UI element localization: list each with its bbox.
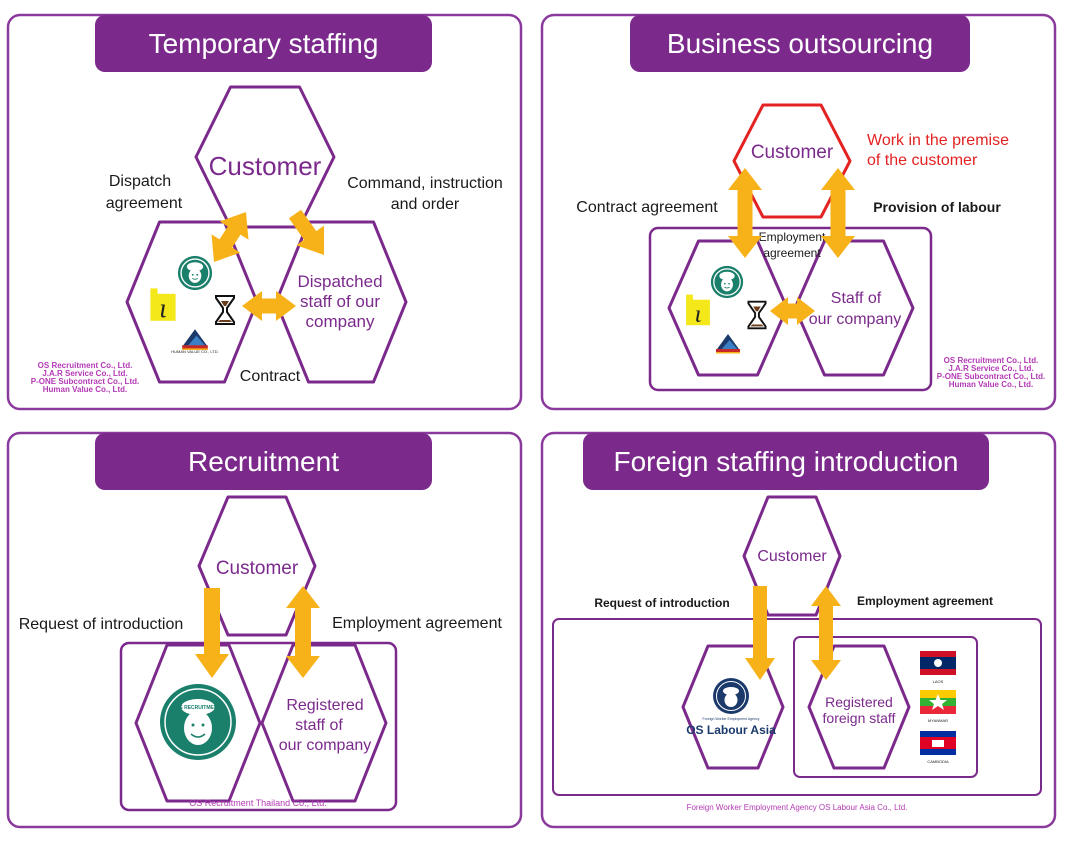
- customer-label: Customer: [751, 142, 834, 163]
- myanmar-flag-star: [929, 694, 947, 710]
- dispatch-label: Dispatch: [109, 173, 171, 190]
- os-logo-cap: [181, 699, 215, 715]
- outsourcing-panel-title-bar: [630, 15, 970, 72]
- company-name: Human Value Co., Ltd.: [43, 385, 127, 394]
- contract-arrow: [242, 291, 296, 321]
- flag-caption: MYANMAR: [928, 718, 948, 723]
- provision-arrow: [821, 168, 855, 258]
- dispatch-label: agreement: [106, 195, 183, 212]
- os-logo-eye: [191, 723, 195, 727]
- os-logo-eye: [201, 723, 205, 727]
- employment-arrow: [811, 586, 841, 680]
- staff-label: staff of our: [300, 292, 380, 311]
- agency-group-box: [552, 618, 1042, 796]
- staff-hex: [793, 239, 915, 377]
- customer-hex: [732, 103, 852, 219]
- customer-label: Customer: [757, 548, 827, 565]
- os-logo-icon: [177, 255, 213, 291]
- registered-foreign-hex: [807, 644, 911, 770]
- agency-name: OS Labour Asia: [686, 723, 776, 737]
- staff-label: Registered: [286, 697, 363, 714]
- command-label: and order: [391, 196, 460, 213]
- staff-label: company: [306, 312, 375, 331]
- contract-label: Contract: [240, 368, 301, 385]
- myanmar-flag-band: [920, 706, 956, 714]
- company-name: OS Recruitment Thailand Co., Ltd.: [189, 798, 326, 808]
- foreign-staff-box: [793, 636, 978, 778]
- request-label: Request of introduction: [19, 616, 184, 633]
- employment-label: Employment: [759, 230, 826, 244]
- dispatch-arrow: [211, 212, 249, 262]
- os-labour-logo-face: [724, 693, 738, 707]
- company-name: OS Recruitment Co., Ltd.: [944, 356, 1039, 365]
- company-name: P-ONE Subcontract Co., Ltd.: [937, 372, 1045, 381]
- customer-hex: [197, 495, 317, 637]
- customer-label: Customer: [216, 558, 299, 579]
- staff-label: our company: [809, 311, 902, 328]
- os-labour-logo-cap: [723, 687, 739, 695]
- recruitment-panel-title-bar: [95, 433, 432, 490]
- staff-label: foreign staff: [823, 710, 896, 726]
- flag-caption: LAOS: [933, 679, 944, 684]
- employment-label: agreement: [763, 246, 821, 260]
- customer-label: Customer: [209, 151, 322, 181]
- human-value-caption: HUMAN VALUE CO., LTD.: [171, 349, 218, 354]
- os-logo-icon: [710, 265, 744, 299]
- registered-staff-hex: [260, 643, 388, 803]
- company-name: J.A.R Service Co., Ltd.: [42, 369, 127, 378]
- staff-label: Staff of: [831, 290, 882, 307]
- os-logo-ring: [164, 688, 232, 756]
- flag-caption: CAMBODIA: [927, 759, 949, 764]
- staff-label: Registered: [825, 694, 893, 710]
- staff-label: Dispatched: [297, 272, 382, 291]
- os-logo-text: OS RECRUITMENT: [176, 705, 221, 711]
- command-label: Command, instruction: [347, 175, 503, 192]
- temporary-panel-title: Temporary staffing: [149, 28, 379, 59]
- company-name: Human Value Co., Ltd.: [949, 380, 1033, 389]
- company-name: OS Recruitment Co., Ltd.: [38, 361, 133, 370]
- contract-agreement-label: Contract agreement: [576, 199, 718, 216]
- temporary-panel-title-bar: [95, 15, 432, 72]
- request-arrow: [195, 588, 229, 678]
- foreign-panel-frame: [540, 431, 1057, 829]
- company-name: J.A.R Service Co., Ltd.: [948, 364, 1033, 373]
- foreign-panel-title-bar: [583, 433, 989, 490]
- employment-arrow: [286, 586, 320, 678]
- staff-label: our company: [279, 737, 372, 754]
- os-logo-smile: [190, 733, 206, 738]
- company-group-box: [119, 641, 398, 812]
- employment-label: Employment agreement: [332, 615, 502, 632]
- cambodia-flag-temple: [932, 740, 944, 747]
- company-group-box: [648, 226, 933, 392]
- employment-label: Employment agreement: [857, 594, 993, 608]
- employment-arrow: [770, 297, 815, 325]
- company-name: Foreign Worker Employment Agency OS Labo…: [687, 803, 908, 812]
- recruitment-panel-title: Recruitment: [188, 446, 339, 477]
- company-name: P-ONE Subcontract Co., Ltd.: [31, 377, 139, 386]
- command-arrow: [288, 209, 324, 255]
- contract-arrow: [728, 168, 762, 258]
- outsourcing-panel-title: Business outsourcing: [667, 28, 933, 59]
- agency-small-text: Foreign Worker Employment Agency: [703, 717, 760, 721]
- provision-label: Provision of labour: [873, 199, 1001, 215]
- request-arrow: [745, 586, 775, 680]
- os-labour-logo-ring: [716, 681, 746, 711]
- customer-hex: [742, 495, 842, 617]
- request-label: Request of introduction: [594, 596, 729, 610]
- work-premise-label: Work in the premise: [867, 132, 1009, 149]
- staff-label: staff of: [295, 717, 343, 734]
- os-logo-face: [184, 711, 212, 745]
- laos-flag-disc: [934, 659, 942, 667]
- work-premise-label: of the customer: [867, 152, 978, 169]
- foreign-panel-title: Foreign staffing introduction: [613, 446, 958, 477]
